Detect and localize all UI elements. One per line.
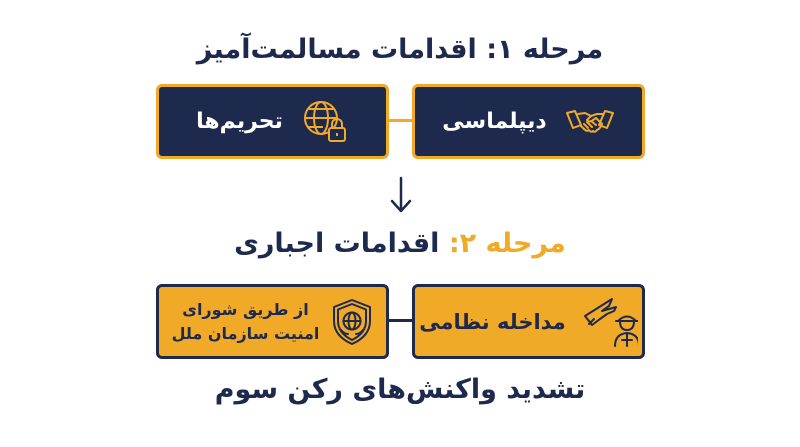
stage-1-title: مرحله ۱: اقدامات مسالمت‌آمیز bbox=[196, 34, 604, 65]
un-security-council-label: از طریق شورای امنیت سازمان ملل bbox=[172, 298, 320, 346]
down-arrow-icon bbox=[390, 176, 412, 213]
stage-2-connector bbox=[389, 319, 412, 322]
stage-2-heading: اقدامات اجباری bbox=[234, 228, 440, 259]
un-security-council-box: از طریق شورای امنیت سازمان ملل bbox=[156, 284, 389, 359]
sanctions-label: تحریم‌ها bbox=[196, 109, 283, 134]
military-intervention-box: مداخله نظامی bbox=[412, 284, 645, 359]
result-title: تشدید واکنش‌های رکن سوم bbox=[214, 374, 586, 405]
diplomacy-box: دیپلماسی bbox=[412, 84, 645, 159]
stage-1-connector bbox=[389, 119, 412, 122]
globe-lock-icon bbox=[303, 100, 346, 142]
sanctions-box: تحریم‌ها bbox=[156, 84, 389, 159]
un-label-line-2: امنیت سازمان ملل bbox=[171, 323, 320, 343]
stage-2-title: مرحله ۲: اقدامات اجباری bbox=[0, 228, 800, 259]
stage-2-prefix: مرحله ۲: bbox=[448, 228, 566, 259]
un-shield-icon bbox=[333, 298, 372, 345]
handshake-icon bbox=[565, 109, 614, 133]
diplomacy-label: دیپلماسی bbox=[442, 109, 547, 134]
military-intervention-label: مداخله نظامی bbox=[419, 309, 566, 334]
un-label-line-1: از طریق شورای bbox=[182, 299, 309, 319]
soldier-jet-icon bbox=[583, 297, 638, 347]
